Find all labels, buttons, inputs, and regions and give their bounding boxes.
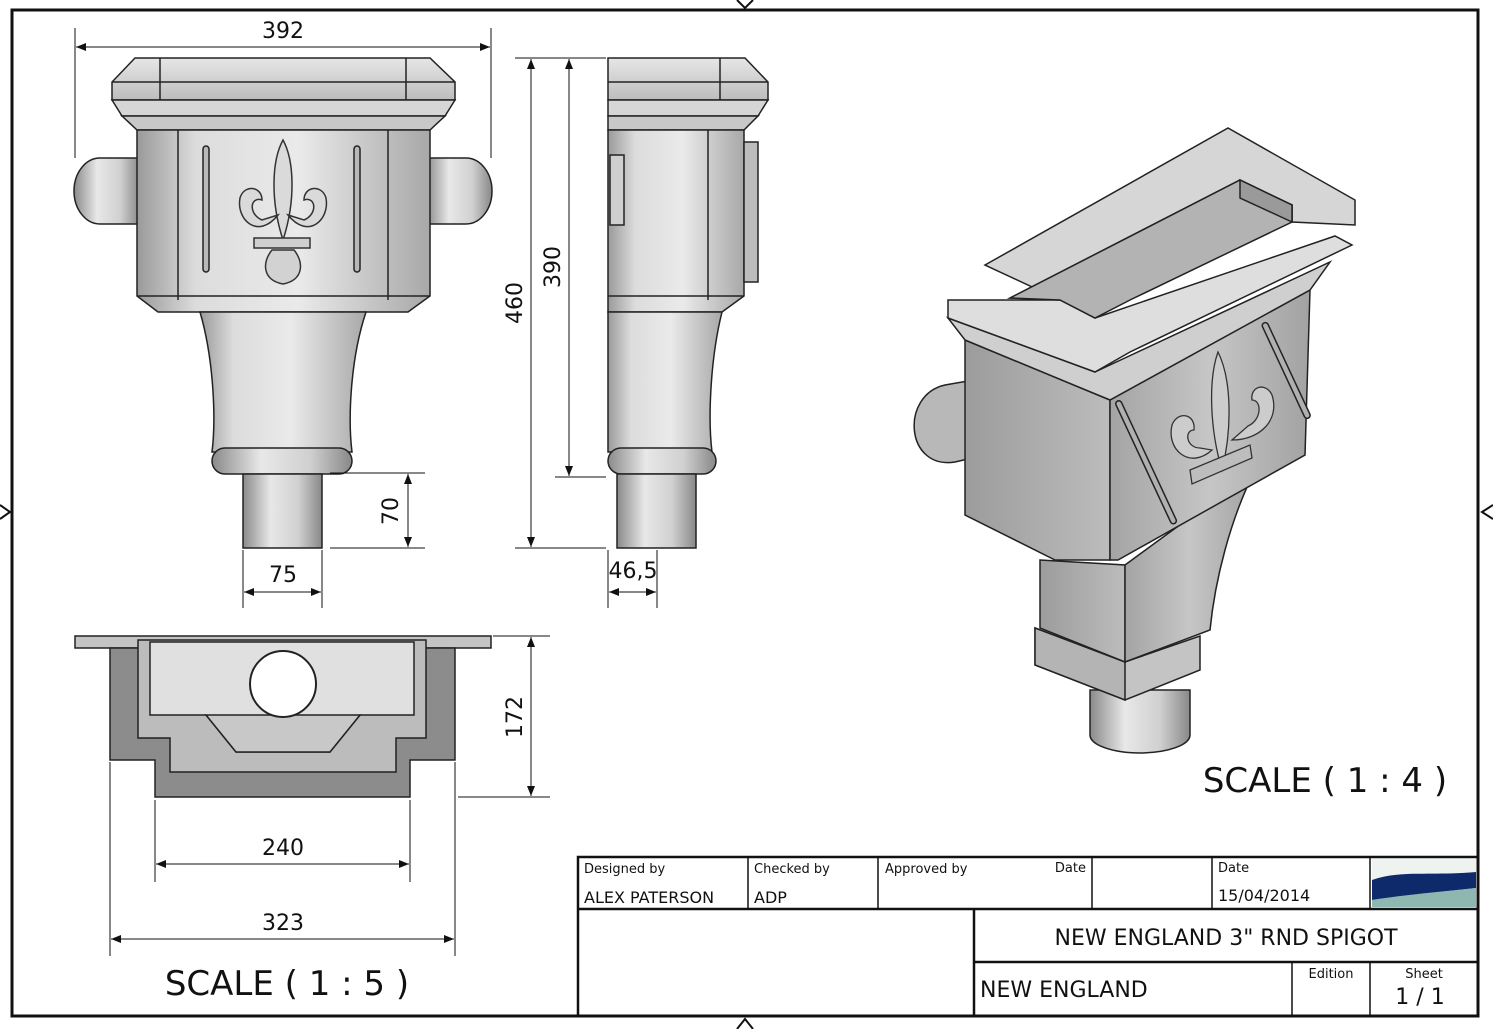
sheet-label: Sheet (1405, 967, 1443, 982)
side-view (607, 57, 770, 549)
dim-outlet-width: 75 (269, 563, 297, 588)
company-logo (1372, 859, 1476, 907)
title-block (576, 855, 1480, 1018)
drawing-title: NEW ENGLAND 3" RND SPIGOT (1054, 926, 1398, 951)
dim-top-outer-width: 323 (262, 911, 304, 936)
date-value: 15/04/2014 (1218, 886, 1310, 905)
approval-date-label: Date (1055, 861, 1086, 876)
date-label: Date (1218, 861, 1249, 876)
dim-front-width: 392 (262, 19, 304, 44)
dim-outlet-height: 70 (379, 497, 404, 525)
scale-label-iso: SCALE ( 1 : 4 ) (1203, 761, 1447, 801)
dim-side-total-height: 460 (503, 282, 528, 324)
side-view-dimensions (515, 57, 658, 608)
drawing-subtitle: NEW ENGLAND (980, 978, 1148, 1003)
dim-side-depth: 46,5 (609, 559, 658, 584)
scale-label-main: SCALE ( 1 : 5 ) (165, 964, 409, 1004)
front-view (73, 57, 493, 549)
designed-by-label: Designed by (584, 862, 666, 877)
approved-by-label: Approved by (885, 862, 968, 877)
dim-top-inner-width: 240 (262, 836, 304, 861)
top-view-dimensions (109, 635, 550, 956)
checked-by-value: ADP (754, 888, 787, 907)
dim-top-depth: 172 (503, 696, 528, 738)
dim-side-body-height: 390 (541, 246, 566, 288)
edition-label: Edition (1309, 967, 1354, 982)
front-view-dimensions (74, 28, 492, 608)
isometric-view (913, 127, 1356, 754)
fleur-de-lis-emblem (238, 138, 328, 285)
iso-fleur-de-lis-emblem (1170, 350, 1275, 485)
top-view (74, 635, 492, 798)
designed-by-value: ALEX PATERSON (584, 888, 714, 907)
checked-by-label: Checked by (754, 862, 830, 877)
sheet-number: 1 / 1 (1395, 985, 1444, 1010)
